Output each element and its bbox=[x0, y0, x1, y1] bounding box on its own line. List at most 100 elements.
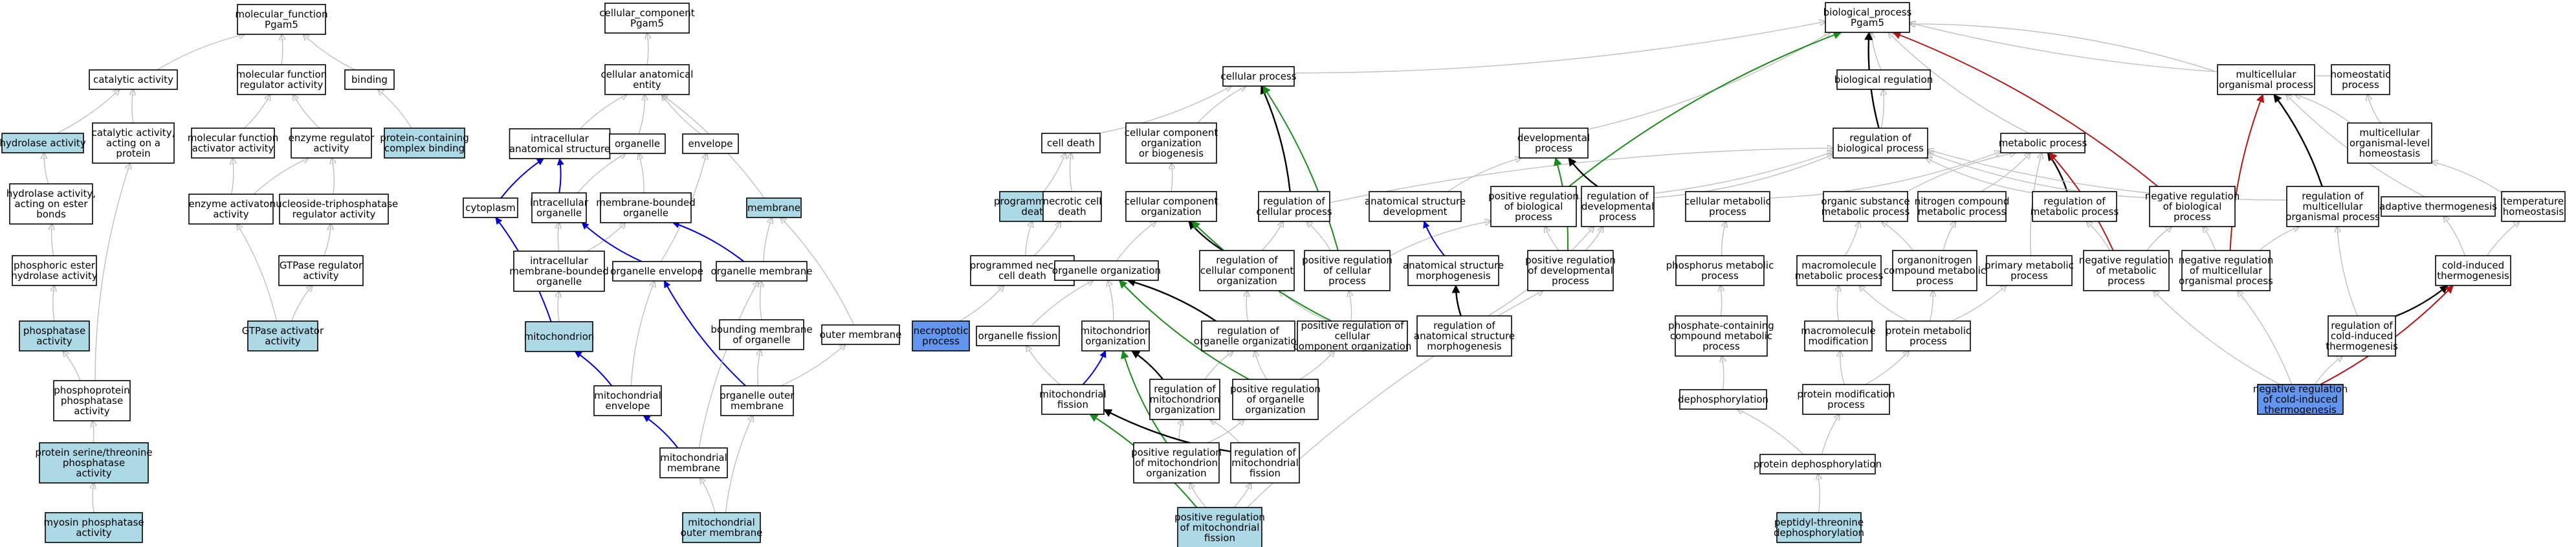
term-node-organelle[interactable]: organelle bbox=[609, 133, 666, 154]
term-node-orgmem[interactable]: organelle membrane bbox=[711, 261, 813, 282]
edge-is-a-multihomeo-to-multiproc bbox=[2295, 95, 2351, 124]
term-label-line: activity bbox=[76, 527, 111, 539]
term-node-cellproc[interactable]: cellular process bbox=[1220, 66, 1297, 87]
term-node-membrane[interactable]: membrane bbox=[746, 197, 802, 218]
term-node-celldeath[interactable]: cell death bbox=[1041, 133, 1101, 153]
term-node-orgfission[interactable]: organelle fission bbox=[976, 326, 1060, 346]
term-node-stphos[interactable]: protein serine/threoninephosphataseactiv… bbox=[35, 442, 153, 484]
term-label-line: positive regulation bbox=[1174, 511, 1265, 523]
term-node-protdephos[interactable]: protein dephosphorylation bbox=[1754, 454, 1882, 474]
term-node-dephos[interactable]: dephosphorylation bbox=[1678, 389, 1768, 410]
term-node-metab[interactable]: metabolic process bbox=[1999, 133, 2087, 153]
term-node-mito[interactable]: mitochondrion bbox=[524, 321, 595, 352]
term-node-outermem[interactable]: outer membrane bbox=[820, 324, 902, 345]
term-node-posregcco[interactable]: positive regulation ofcellularcomponent … bbox=[1294, 320, 1412, 352]
term-node-adaptthermo[interactable]: adaptive thermogenesis bbox=[2379, 196, 2497, 217]
term-node-hyd[interactable]: hydrolase activity bbox=[0, 133, 86, 153]
edge-is-a-negregmulti-to-regmulti bbox=[2259, 227, 2300, 251]
term-node-orgenv[interactable]: organelle envelope bbox=[610, 261, 703, 282]
term-node-envelope[interactable]: envelope bbox=[682, 133, 739, 154]
term-node-cat[interactable]: catalytic activity bbox=[89, 69, 178, 90]
term-node-bioreg[interactable]: biological regulation bbox=[1834, 69, 1933, 90]
term-node-cytoplasm[interactable]: cytoplasm bbox=[463, 197, 518, 218]
term-node-bind[interactable]: binding bbox=[344, 69, 395, 90]
term-node-orgorg[interactable]: organelle organization bbox=[1052, 260, 1161, 281]
